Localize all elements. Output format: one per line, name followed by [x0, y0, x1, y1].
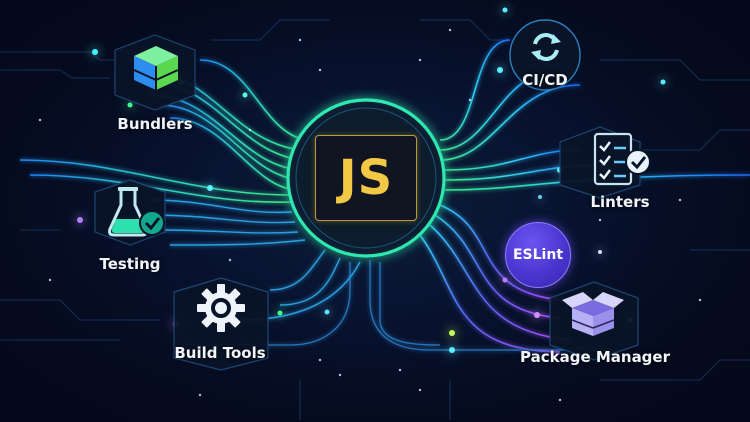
- label-linters: Linters: [590, 193, 650, 211]
- node-linters: [592, 132, 654, 188]
- node-testing: [104, 185, 174, 241]
- checklist-icon: [593, 132, 651, 186]
- label-bundlers: Bundlers: [117, 115, 193, 133]
- eslint-label: ESLint: [512, 247, 564, 263]
- label-testing: Testing: [99, 255, 161, 273]
- node-build-tools: [195, 282, 247, 334]
- js-logo-text: JS: [338, 150, 394, 206]
- cube-icon: [133, 46, 179, 90]
- node-bundlers: [128, 40, 184, 96]
- flask-check-icon: [108, 187, 165, 237]
- label-package-manager: Package Manager: [520, 348, 670, 366]
- label-build-tools: Build Tools: [174, 344, 266, 362]
- label-cicd: CI/CD: [522, 71, 568, 89]
- javascript-logo: JS: [315, 135, 417, 221]
- node-package-manager: [560, 290, 626, 340]
- cycle-arrows-icon: [531, 33, 561, 61]
- cicd-circle-frame: [509, 19, 581, 91]
- gear-icon: [197, 284, 245, 332]
- open-box-icon: [562, 292, 624, 336]
- eslint-badge: ESLint: [505, 222, 571, 288]
- node-cicd: [527, 32, 565, 62]
